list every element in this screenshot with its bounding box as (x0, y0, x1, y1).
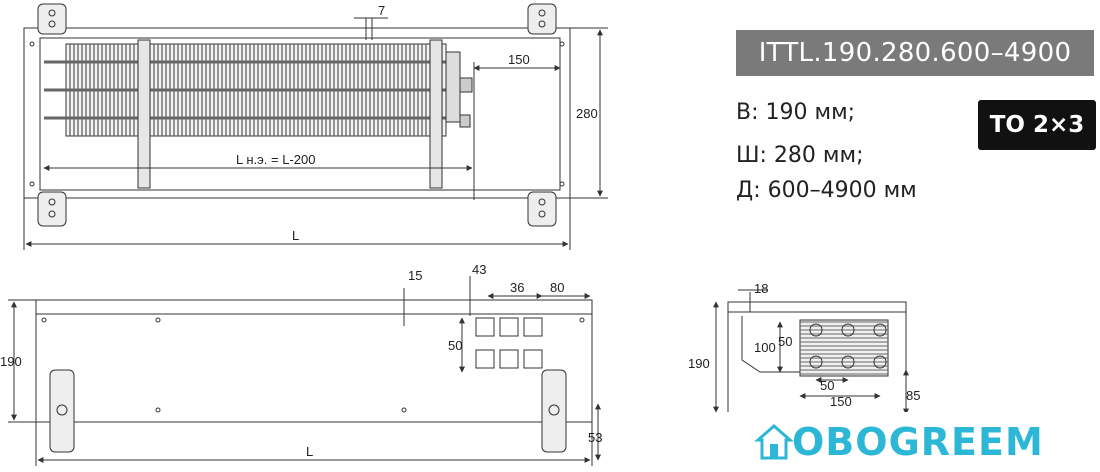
side-dim-50b: 50 (820, 378, 834, 393)
front-bracket-right (541, 369, 567, 453)
bracket-bottom-left (37, 191, 67, 227)
bracket-top-left (37, 3, 67, 35)
top-dim-150: 150 (508, 52, 530, 67)
bracket-bottom-right (527, 191, 557, 227)
top-dim-7: 7 (378, 3, 385, 18)
side-dim-85: 85 (906, 388, 920, 403)
side-dim-190: 190 (688, 356, 710, 371)
front-view-body (35, 299, 593, 423)
valve-block (445, 51, 461, 123)
side-dim-150: 150 (830, 394, 852, 409)
front-bracket-left (49, 369, 75, 453)
front-dim-36: 36 (510, 280, 524, 295)
side-dim-100: 100 (754, 340, 776, 355)
front-view (8, 276, 601, 466)
front-dim-50: 50 (448, 338, 462, 353)
spec-width: Ш: 280 мм; (736, 143, 864, 168)
side-dim-18: 18 (754, 281, 768, 296)
top-view-inner-frame (39, 37, 561, 191)
top-dim-280: 280 (576, 106, 598, 121)
model-tag: ITTL.190.280.600–4900 (736, 30, 1094, 76)
heat-exchanger-badge: TO 2×3 (978, 100, 1096, 150)
top-heat-length: L н.э. = L-200 (236, 152, 315, 167)
top-view (23, 3, 608, 250)
support-right (429, 39, 443, 189)
support-left (137, 39, 151, 189)
front-dim-15: 15 (408, 268, 422, 283)
front-dim-43: 43 (472, 262, 486, 277)
valve-1 (459, 77, 473, 93)
front-dim-80: 80 (550, 280, 564, 295)
side-dim-50a: 50 (778, 334, 792, 349)
valve-2 (459, 114, 471, 128)
front-dim-53: 53 (588, 430, 602, 445)
front-dim-190: 190 (0, 354, 22, 369)
side-view (713, 289, 909, 415)
brand-name: OBOGREEM (792, 420, 1044, 464)
bracket-top-right (527, 3, 557, 35)
spec-height: В: 190 мм; (736, 100, 856, 125)
spec-length: Д: 600–4900 мм (736, 178, 917, 203)
top-dim-L: L (292, 228, 299, 243)
brand-logo: OBOGREEM (724, 412, 1100, 472)
connection-grid (475, 317, 543, 369)
top-view-outer-frame (23, 27, 571, 199)
house-icon (754, 424, 794, 460)
front-dim-L: L (306, 444, 313, 459)
